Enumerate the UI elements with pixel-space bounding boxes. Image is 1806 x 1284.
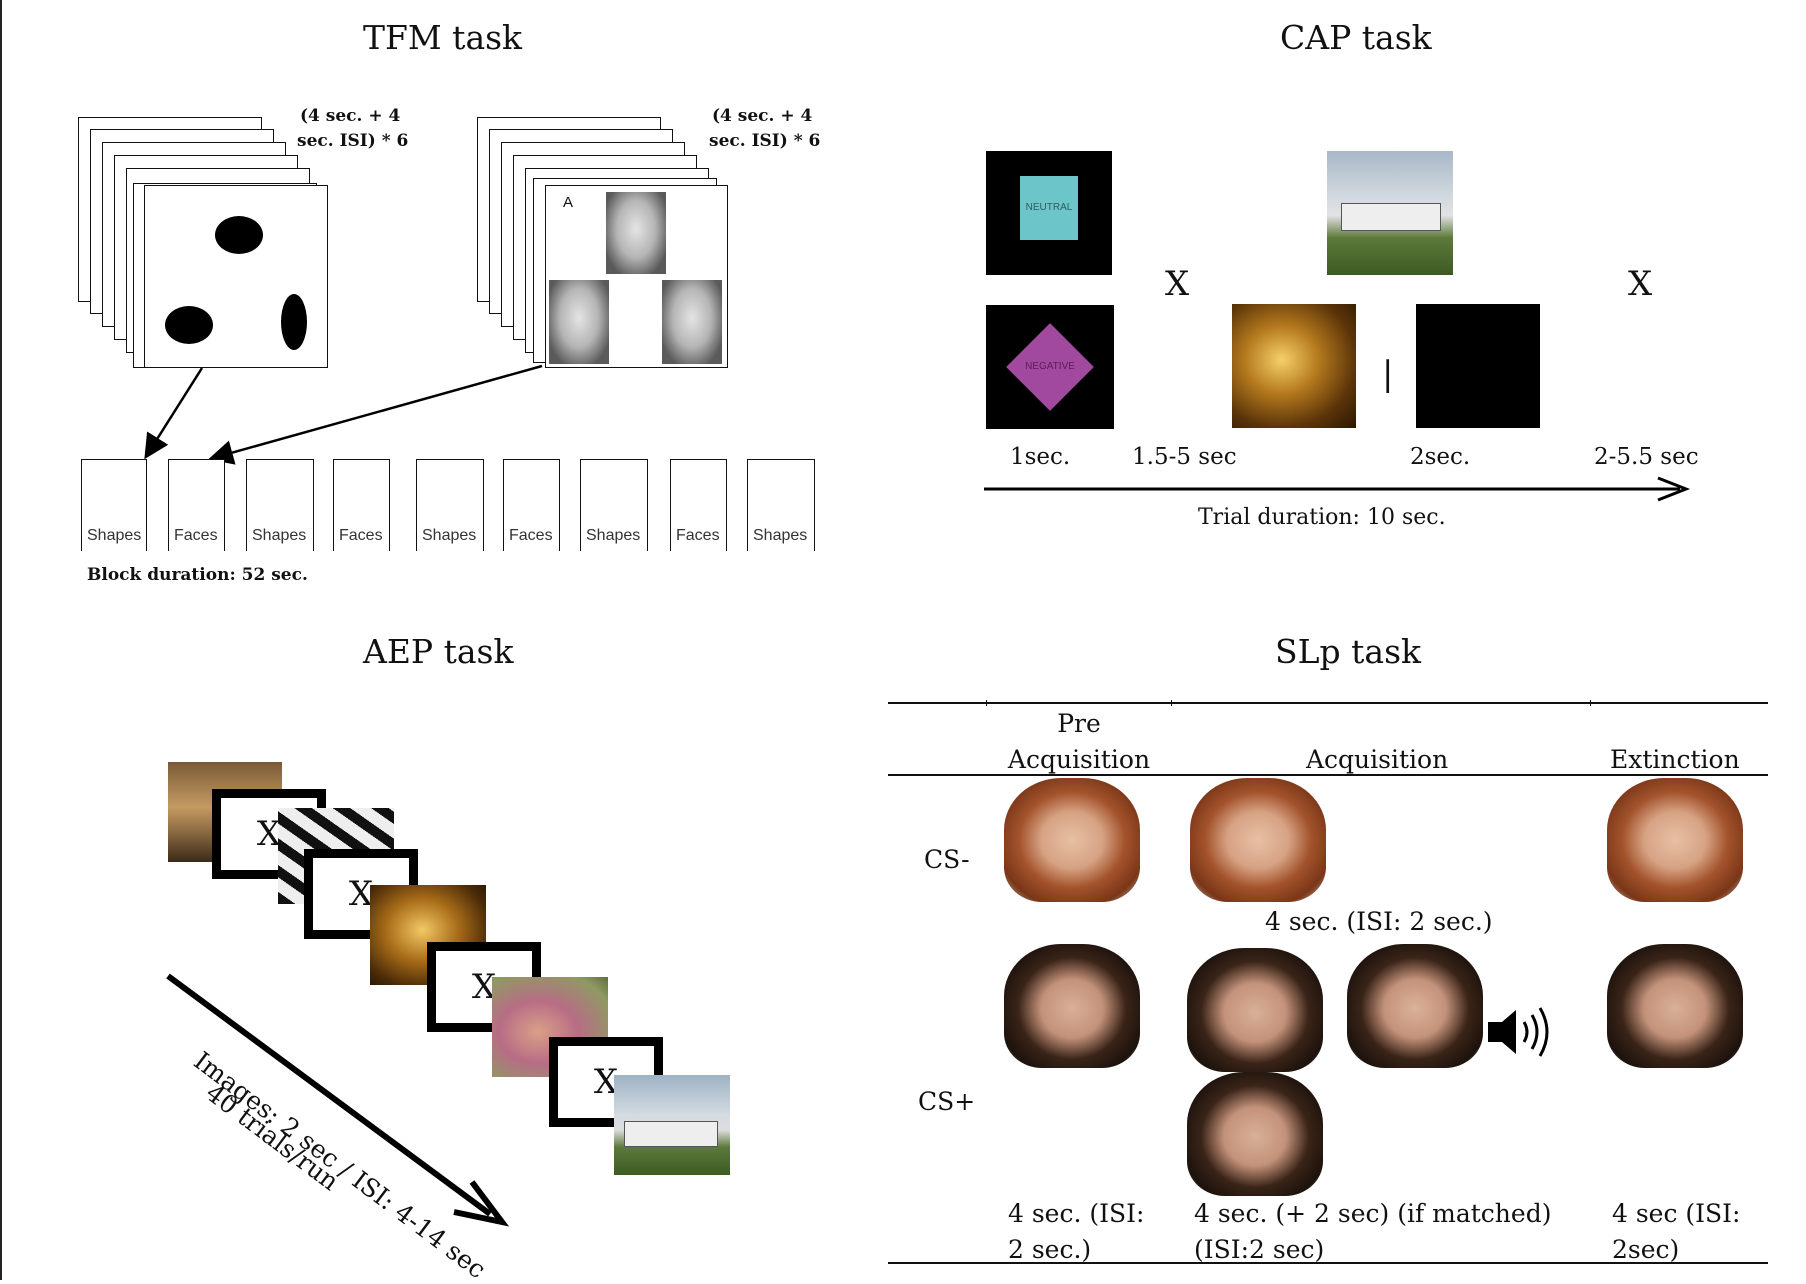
face-card-letter: A bbox=[563, 194, 574, 211]
slp-col-tick bbox=[1590, 700, 1591, 706]
tfm-arrow-shapes bbox=[144, 367, 204, 460]
cap-fixation-2: X bbox=[1628, 264, 1653, 304]
slp-footer-pre: 4 sec. (ISI: 2 sec.) bbox=[1008, 1199, 1145, 1264]
tfm-arrow-faces bbox=[208, 364, 543, 465]
explosion-photo bbox=[1232, 304, 1356, 428]
cs-plus-face-ext bbox=[1607, 944, 1743, 1068]
slp-title: SLp task bbox=[1275, 632, 1422, 671]
tfm-block: Shapes bbox=[747, 459, 815, 551]
slp-col-tick bbox=[1171, 700, 1172, 706]
slp-table-top-rule bbox=[888, 702, 1768, 704]
cs-minus-face-ext bbox=[1607, 778, 1743, 902]
aep-photo-bus bbox=[614, 1075, 730, 1175]
slp-footer-acq: 4 sec. (+ 2 sec) (if matched) (ISI:2 sec… bbox=[1194, 1199, 1552, 1264]
bus-body bbox=[1341, 203, 1441, 231]
tfm-arrows bbox=[144, 364, 543, 465]
tfm-shapes-timing: (4 sec. + 4 sec. ISI) * 6 bbox=[297, 106, 409, 151]
slp-col-pre: Pre Acquisition bbox=[1007, 709, 1151, 774]
cs-minus-face-acq bbox=[1190, 778, 1326, 902]
cap-blank-frame bbox=[1416, 304, 1540, 428]
cap-timing-4: 2-5.5 sec bbox=[1594, 444, 1699, 470]
cap-fixation-1: X bbox=[1165, 264, 1190, 304]
tfm-block: Faces bbox=[503, 459, 560, 551]
tfm-block: Faces bbox=[333, 459, 390, 551]
cap-title: CAP task bbox=[1280, 18, 1432, 57]
cs-plus-face-acq-2 bbox=[1187, 1072, 1323, 1196]
face-photo-top bbox=[606, 192, 666, 274]
cs-minus-face-pre bbox=[1004, 778, 1140, 902]
aep-bus-body bbox=[624, 1121, 718, 1147]
ellipse-shape-top bbox=[215, 216, 263, 254]
cap-timing-3: 2sec. bbox=[1410, 444, 1471, 470]
tfm-block: Faces bbox=[670, 459, 727, 551]
cs-plus-face-fearful bbox=[1347, 944, 1483, 1068]
slp-footer-ext: 4 sec (ISI: 2sec) bbox=[1612, 1199, 1741, 1264]
tfm-faces-card: A bbox=[545, 185, 728, 368]
cap-trial-duration: Trial duration: 10 sec. bbox=[1198, 505, 1446, 530]
left-border bbox=[0, 0, 2, 1280]
tfm-block: Shapes bbox=[580, 459, 648, 551]
tfm-block: Shapes bbox=[246, 459, 314, 551]
slp-table-bottom-rule bbox=[888, 1262, 1768, 1264]
tfm-block: Faces bbox=[168, 459, 225, 551]
face-photo-right bbox=[662, 280, 722, 364]
tfm-title: TFM task bbox=[363, 18, 523, 57]
tfm-block-duration: Block duration: 52 sec. bbox=[87, 565, 308, 585]
tfm-block: Shapes bbox=[416, 459, 484, 551]
tfm-shapes-card bbox=[144, 185, 328, 368]
cap-timing-2: 1.5-5 sec bbox=[1132, 444, 1237, 470]
neutral-box: NEUTRAL bbox=[1020, 176, 1078, 240]
slp-table-header-rule bbox=[888, 774, 1768, 776]
face-photo-left bbox=[549, 280, 609, 364]
speaker-icon bbox=[1488, 1007, 1549, 1057]
cap-response-bar: | bbox=[1382, 354, 1394, 394]
negative-label: NEGATIVE bbox=[1025, 361, 1075, 372]
ellipse-shape-left bbox=[165, 306, 213, 344]
cap-timing-1: 1sec. bbox=[1010, 444, 1071, 470]
tfm-faces-timing: (4 sec. + 4 sec. ISI) * 6 bbox=[709, 106, 821, 151]
cap-time-arrow bbox=[984, 476, 1691, 502]
bus-photo bbox=[1327, 151, 1453, 275]
aep-diagonal-arrow bbox=[166, 973, 510, 1227]
cap-negative-frame: NEGATIVE bbox=[986, 305, 1114, 429]
slp-row-cs-minus: CS- bbox=[924, 845, 970, 874]
slp-row-cs-plus: CS+ bbox=[918, 1087, 976, 1116]
aep-title: AEP task bbox=[363, 632, 514, 671]
slp-col-acq: Acquisition bbox=[1306, 745, 1449, 774]
tfm-block: Shapes bbox=[81, 459, 147, 551]
cs-plus-face-acq bbox=[1187, 948, 1323, 1072]
cap-neutral-frame: NEUTRAL bbox=[986, 151, 1112, 275]
ellipse-shape-right bbox=[281, 294, 307, 350]
slp-col-ext: Extinction bbox=[1610, 745, 1740, 774]
slp-mid-timing: 4 sec. (ISI: 2 sec.) bbox=[1265, 907, 1493, 936]
slp-col-tick bbox=[986, 700, 987, 706]
cs-plus-face-pre bbox=[1004, 944, 1140, 1068]
